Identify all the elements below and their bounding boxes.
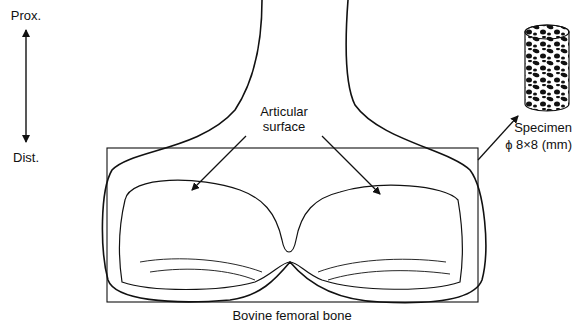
femur-outline	[102, 0, 485, 303]
direction-arrow	[25, 30, 26, 142]
specimen-cylinder	[520, 20, 575, 115]
condyle-contour	[328, 271, 450, 280]
region-label: Articular surface	[249, 104, 319, 134]
direction-label: Dist.	[13, 150, 39, 165]
condyle-contour	[140, 259, 262, 272]
condyle-contour	[150, 269, 255, 280]
figure-label: Bovine femoral bone	[232, 308, 351, 323]
leader-arrow	[322, 136, 380, 194]
specimen-label: Specimen	[514, 120, 572, 135]
articular-outline	[120, 180, 463, 289]
condyle-contour	[318, 259, 446, 272]
leader-arrow	[192, 136, 246, 190]
dimension-label: ϕ 8×8 (mm)	[505, 137, 572, 152]
direction-label: Prox.	[11, 8, 41, 23]
region-box	[107, 148, 478, 302]
